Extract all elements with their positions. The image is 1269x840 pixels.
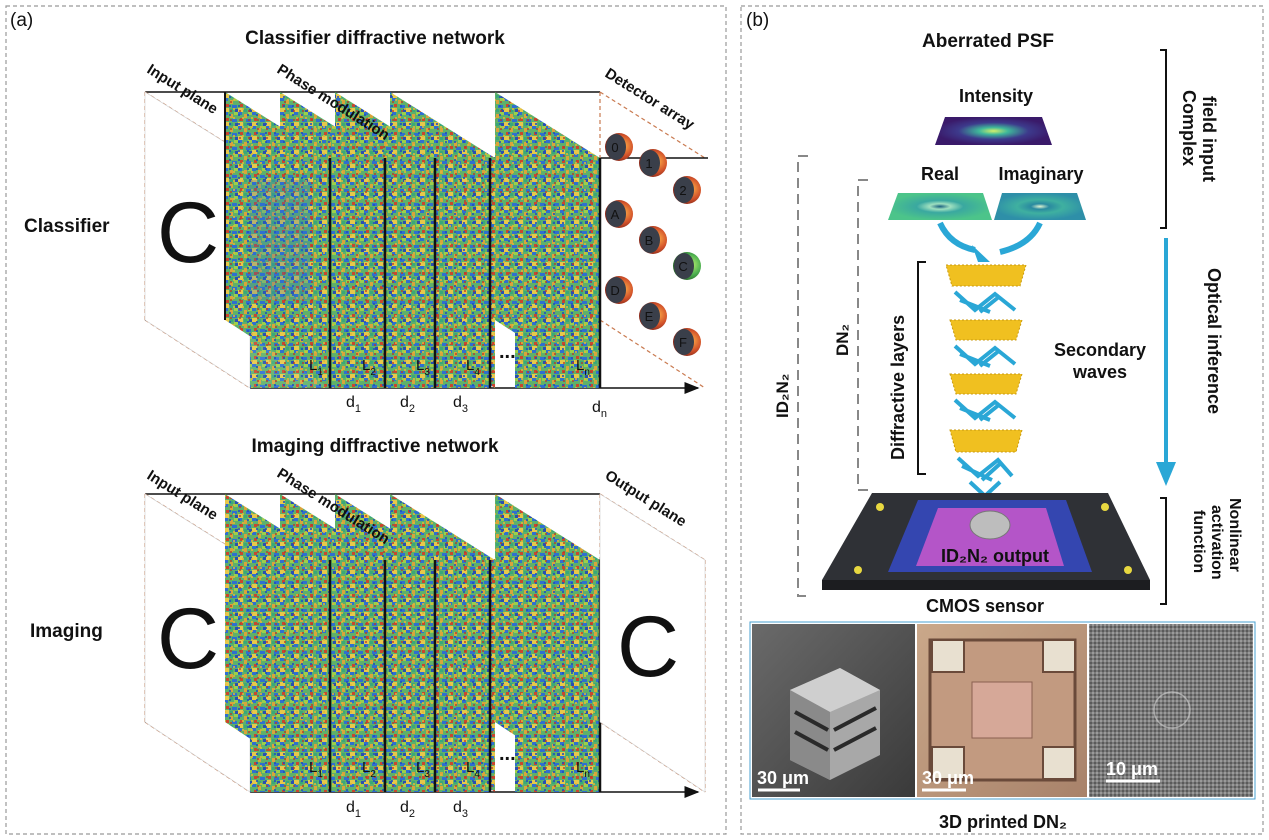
diffractive-layers-label: Diffractive layers <box>888 315 908 460</box>
nonlinear-label-2: activation <box>1208 505 1225 580</box>
panel-b-frame <box>740 5 1264 835</box>
classifier-layer-l1: 1 <box>317 367 323 378</box>
classifier-ellipsis: ... <box>499 341 516 363</box>
scale-bar-texture: 10 μm <box>1106 759 1158 779</box>
real-label: Real <box>921 164 959 184</box>
imaging-distance-d1: d1 <box>346 799 361 820</box>
scale-bar-sem: 30 μm <box>757 768 809 788</box>
imaging-row-label: Imaging <box>30 621 103 642</box>
detector-0: 0 <box>611 140 618 155</box>
real-map <box>888 193 992 220</box>
imaging-layer-l4: 4 <box>474 769 480 780</box>
imaging-network: Imaging diffractive network Imaging C <box>30 436 706 820</box>
complex-field-bracket <box>1160 49 1167 229</box>
classifier-row-label: Classifier <box>24 216 110 237</box>
optical-inference-label: Optical inference <box>1204 268 1224 414</box>
classifier-distance-d2: d2 <box>400 394 415 415</box>
input-arrows <box>937 221 1043 262</box>
detector-2: 2 <box>679 183 686 198</box>
classifier-distance-dn: dn <box>592 399 607 420</box>
output-label: ID₂N₂ output <box>941 546 1049 566</box>
complex-field-label-2: field input <box>1199 96 1219 182</box>
cmos-label: CMOS sensor <box>926 596 1044 616</box>
panel-a-frame <box>5 5 727 835</box>
complex-field-label-1: Complex <box>1179 90 1199 166</box>
imaging-input-letter: C <box>157 591 219 687</box>
secondary-waves-label-1: Secondary <box>1054 340 1146 360</box>
panel-a-tag: (a) <box>10 10 33 31</box>
classifier-layers <box>224 92 602 388</box>
detector-array: 0 1 2 A B C D E F <box>605 133 701 356</box>
imaging-layers <box>225 494 602 792</box>
detector-d: D <box>610 283 619 298</box>
imaging-layer-l3: 3 <box>424 769 430 780</box>
classifier-layer-l4: 4 <box>474 367 480 378</box>
printed-caption: 3D printed DN₂ <box>939 812 1067 832</box>
imaging-output-plane <box>599 493 706 793</box>
imaging-layer-l1: 1 <box>317 769 323 780</box>
psf-title: Aberrated PSF <box>922 31 1054 52</box>
intensity-label: Intensity <box>959 86 1033 106</box>
dn2-label: DN₂ <box>833 324 852 356</box>
nonlinear-label-1: Nonlinear <box>1226 498 1243 572</box>
secondary-waves-label-2: waves <box>1072 362 1127 382</box>
classifier-title: Classifier diffractive network <box>245 28 505 49</box>
dn2-bracket <box>857 179 868 491</box>
nonlinear-label-3: function <box>1190 510 1207 573</box>
scale-bar-micrograph: 30 μm <box>922 768 974 788</box>
surface-texture-photo <box>1089 624 1253 797</box>
printed-photos: 30 μm 30 μm 10 μm <box>749 621 1256 800</box>
imaging-layer-ln: n <box>584 769 590 780</box>
imaginary-label: Imaginary <box>998 164 1083 184</box>
classifier-layer-ln: n <box>584 367 590 378</box>
imaging-ellipsis: ... <box>499 743 516 765</box>
detector-e: E <box>645 309 654 324</box>
classifier-input-letter: C <box>157 185 219 281</box>
detector-b: B <box>645 233 654 248</box>
nonlinear-bracket <box>1160 497 1167 605</box>
intensity-map <box>935 117 1052 145</box>
detector-a: A <box>611 207 620 222</box>
optical-inference-arrowhead <box>1156 462 1176 486</box>
layers-bracket <box>917 261 926 475</box>
imaginary-map <box>994 193 1086 220</box>
imaging-distance-d3: d3 <box>453 799 468 820</box>
id2n2-label: ID₂N₂ <box>773 374 792 418</box>
id2n2-bracket <box>797 155 808 597</box>
classifier-layer-l3: 3 <box>424 367 430 378</box>
classifier-layer-l2: 2 <box>370 367 376 378</box>
detector-c: C <box>678 259 687 274</box>
detector-f: F <box>679 335 687 350</box>
classifier-distance-d1: d1 <box>346 394 361 415</box>
imaging-output-letter: C <box>617 599 679 695</box>
imaging-layer-l2: 2 <box>370 769 376 780</box>
imaging-title: Imaging diffractive network <box>251 436 498 457</box>
classifier-distance-d3: d3 <box>453 394 468 415</box>
panel-b-tag: (b) <box>746 10 769 31</box>
cmos-sensor: ID₂N₂ output <box>822 493 1150 590</box>
classifier-network: Classifier diffractive network Classifie… <box>24 28 708 420</box>
detector-1: 1 <box>645 156 652 171</box>
imaging-distance-d2: d2 <box>400 799 415 820</box>
diffractive-stack <box>945 264 1027 499</box>
